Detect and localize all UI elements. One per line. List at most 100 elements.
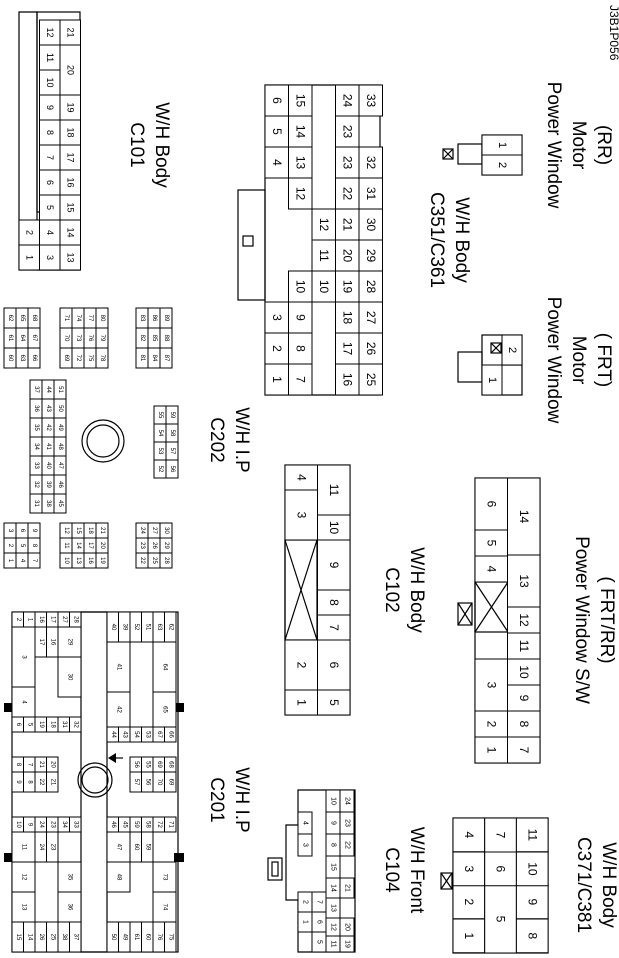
pin-number: 18: [49, 721, 55, 728]
pin-number: 37: [33, 386, 39, 393]
pin-number: 14: [330, 884, 337, 892]
connector-c104: 43109824232216152176514131211212019 C104…: [267, 789, 427, 953]
pin-cell: [474, 710, 508, 738]
pin-number: 1: [26, 618, 32, 622]
pin-number: 8: [517, 721, 531, 728]
pin-number: 23: [139, 542, 145, 549]
pin-number: 41: [116, 664, 122, 671]
pin-number: 69: [63, 355, 69, 362]
connector-c102-code: C102: [381, 567, 402, 612]
pin-number: 2: [302, 900, 309, 904]
pin-cell: [27, 307, 41, 329]
pin-cell: [481, 364, 503, 396]
pin-number: 14: [26, 934, 32, 941]
pin-number: 6: [15, 723, 21, 727]
pin-cell: [46, 626, 59, 658]
pin-cell: [106, 861, 131, 893]
pin-number: 35: [33, 424, 39, 431]
pin-number: 1: [484, 747, 498, 754]
pin-number: 57: [133, 779, 139, 786]
pin-number: 3: [7, 529, 13, 533]
pin-number: 11: [45, 53, 55, 62]
connector-c351-description: W/H Body: [451, 197, 472, 283]
pin-number: 36: [67, 904, 73, 911]
pin-number: 15: [293, 94, 307, 108]
pin-number: 2: [7, 544, 13, 548]
pin-number: 11: [525, 829, 539, 842]
pw-switch-blank-cross2: [474, 581, 509, 633]
pin-number: 11: [317, 249, 331, 262]
pin-number: 2: [496, 162, 508, 168]
pin-number: 6: [45, 180, 55, 185]
pw-switch-label-line1: Power Window S/W: [571, 536, 592, 704]
pin-number: 59: [133, 821, 139, 828]
pin-number: 8: [293, 345, 307, 352]
pin-number: 16: [49, 639, 55, 646]
pin-number: 75: [167, 934, 173, 941]
pin-number: 38: [61, 934, 67, 941]
pin-cell: [501, 334, 523, 366]
pin-number: 33: [364, 94, 378, 108]
pin-number: 9: [15, 780, 21, 784]
c104-latch-icon: [267, 857, 283, 881]
pin-cell: [339, 833, 355, 857]
pin-number: 73: [75, 335, 81, 342]
pin-number: 40: [110, 624, 116, 631]
pin-cell: [159, 522, 173, 539]
pin-number: 10: [293, 280, 307, 294]
pin-number: 13: [75, 557, 81, 564]
pin-number: 60: [133, 844, 139, 851]
pin-number: 1: [294, 699, 308, 706]
connector-c351-c361: 1234567891213141510111617181920212223242…: [237, 84, 472, 396]
pin-number: 16: [65, 177, 75, 187]
pin-number: 11: [327, 484, 341, 497]
pin-number: 19: [65, 102, 75, 112]
pin-number: 46: [57, 481, 63, 488]
pin-number: 30: [67, 674, 73, 681]
pin-number: 58: [169, 430, 175, 437]
pin-number: 33: [33, 462, 39, 469]
pin-number: 8: [327, 599, 341, 606]
pin-number: 83: [139, 315, 145, 322]
pw-motor-frt-label-line3: ( FRT): [593, 333, 614, 388]
pin-number: 23: [344, 819, 351, 827]
pin-number: 55: [157, 412, 163, 419]
connector-c101-description: W/H Body: [151, 102, 172, 188]
pin-number: 56: [133, 761, 139, 768]
pin-number: 78: [99, 355, 105, 362]
pin-number: 44: [110, 731, 116, 738]
pin-number: 2: [24, 230, 34, 235]
pin-cell: [297, 833, 313, 857]
pw-motor-rr-label-line1: Power Window: [543, 82, 564, 209]
pin-number: 29: [163, 542, 169, 549]
pin-number: 10: [317, 280, 331, 294]
connector-c102-description: W/H Body: [406, 547, 427, 633]
pin-number: 4: [302, 821, 309, 825]
connector-c371-code: C371/C381: [573, 837, 594, 933]
pin-number: 10: [327, 521, 341, 535]
pin-number: 2: [270, 345, 284, 352]
pw-motor-frt-label-line1: Power Window: [543, 297, 564, 424]
pin-number: 89: [163, 315, 169, 322]
pin-number: 64: [19, 335, 25, 342]
c201-boss-outer: [77, 762, 113, 798]
pin-number: 14: [517, 510, 531, 524]
pin-number: 8: [330, 843, 337, 847]
pin-cell: [317, 589, 351, 616]
pin-number: 4: [45, 230, 55, 235]
pin-number: 22: [340, 187, 354, 201]
pin-number: 38: [45, 500, 51, 507]
pin-cell: [474, 529, 508, 557]
lock-tab-icon-mark2: [457, 602, 473, 626]
pin-number: 15: [15, 934, 21, 941]
pin-number: 82: [139, 335, 145, 342]
c201-lock-tab-top-left: [4, 703, 14, 712]
pin-number: 47: [57, 462, 63, 469]
pin-number: 39: [121, 624, 127, 631]
pin-cell: [507, 658, 541, 686]
pin-number: 6: [270, 97, 284, 104]
